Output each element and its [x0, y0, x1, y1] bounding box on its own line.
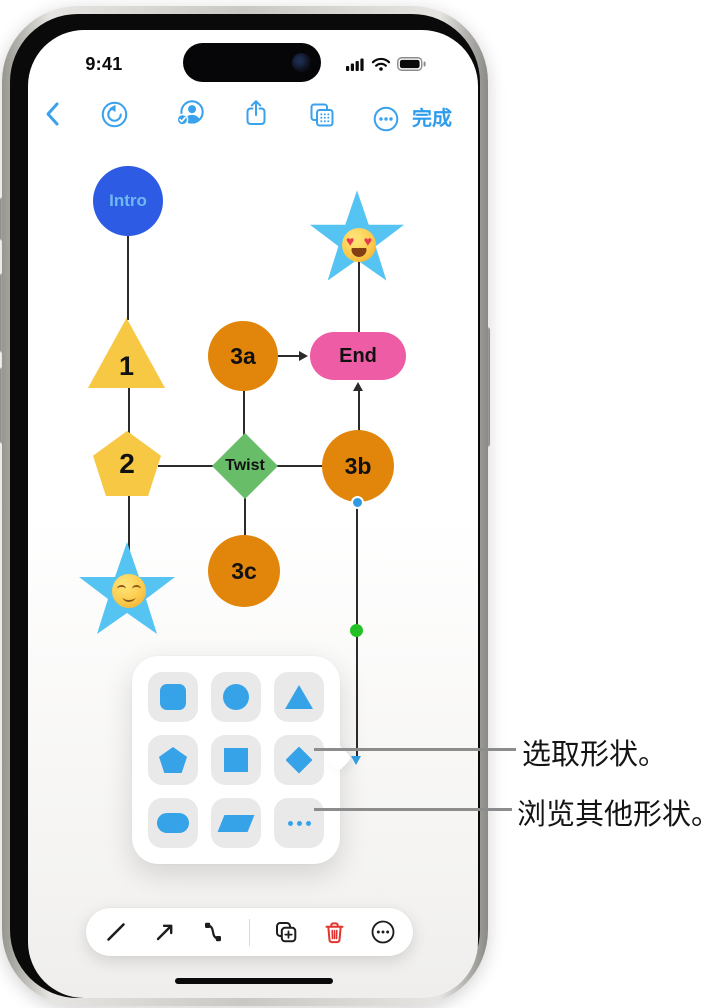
ellipsis-icon — [287, 820, 311, 826]
connector-endpoint-handle[interactable] — [351, 756, 361, 765]
shape-option-pill[interactable] — [148, 798, 198, 848]
signal-icon — [346, 58, 364, 71]
boards-icon — [310, 103, 334, 127]
curved-connector-icon — [205, 922, 222, 942]
nav-bar — [28, 94, 478, 138]
toolbar-divider — [248, 918, 250, 946]
node-step3a[interactable]: 3a — [208, 321, 278, 391]
node-star-top[interactable]: ♥♥ — [308, 186, 406, 286]
node-end[interactable]: End — [310, 332, 406, 380]
back-chevron-icon — [46, 102, 59, 126]
connector-step3a-end[interactable] — [277, 355, 300, 357]
connector-twist-step3c[interactable] — [244, 498, 246, 538]
heart-eyes-emoji: ♥♥ — [342, 228, 376, 262]
node-twist-label: Twist — [225, 457, 265, 474]
connector-end-startop[interactable] — [358, 258, 360, 332]
diamond-icon — [285, 746, 313, 774]
collaborate-button[interactable] — [174, 97, 206, 129]
connector-midpoint-handle[interactable] — [350, 624, 363, 637]
duplicate-button[interactable] — [273, 919, 299, 945]
duplicate-icon — [275, 922, 296, 943]
shape-option-parallelogram[interactable] — [211, 798, 261, 848]
arrowhead-step3a-end — [299, 350, 308, 361]
share-button[interactable] — [240, 97, 272, 129]
callout-line-select-shape — [314, 748, 516, 751]
battery-icon — [397, 57, 426, 71]
bottom-toolbar — [86, 908, 413, 956]
arrowhead-step3b-end — [353, 382, 363, 391]
smiling-relieved-emoji — [112, 574, 146, 608]
trash-icon — [325, 921, 344, 943]
shape-option-diamond[interactable] — [274, 735, 324, 785]
line-tool-button[interactable] — [103, 919, 129, 945]
undo-button[interactable] — [98, 98, 130, 130]
shape-option-more-shapes[interactable] — [274, 798, 324, 848]
node-step1-label: 1 — [118, 351, 135, 381]
node-step3c[interactable]: 3c — [208, 535, 280, 607]
boards-button[interactable] — [306, 100, 338, 132]
phone-frame: 9:41 — [2, 6, 488, 1006]
share-icon — [246, 100, 266, 125]
node-step3b[interactable]: 3b — [322, 430, 394, 502]
delete-button[interactable] — [321, 919, 347, 945]
shape-picker — [132, 656, 353, 864]
home-indicator[interactable] — [175, 978, 333, 984]
shape-option-rounded-square[interactable] — [148, 672, 198, 722]
node-step3a-label: 3a — [230, 342, 256, 369]
node-step3c-label: 3c — [231, 557, 257, 584]
camera-icon — [292, 53, 311, 72]
line-icon — [107, 923, 125, 941]
shape-option-triangle[interactable] — [274, 672, 324, 722]
more-button[interactable] — [370, 103, 402, 135]
phone-bezel: 9:41 — [10, 14, 480, 998]
pentagon-icon — [159, 747, 187, 773]
connector-step3a-twist[interactable] — [243, 388, 245, 436]
node-step1[interactable]: 1 — [88, 318, 165, 388]
connector-start-handle[interactable] — [351, 496, 364, 509]
status-time: 9:41 — [85, 54, 123, 74]
callout-line-browse-shapes — [314, 808, 512, 811]
callout-text-browse-shapes: 浏览其他形状。 — [517, 799, 721, 831]
square-icon — [224, 748, 248, 772]
node-star-bottom[interactable] — [76, 540, 178, 637]
dynamic-island — [183, 43, 321, 82]
shape-picker-grid — [148, 672, 324, 848]
node-end-label: End — [339, 344, 377, 367]
triangle-icon — [285, 685, 313, 709]
connector-step2-starbottom[interactable] — [128, 493, 130, 561]
arrow-tool-button[interactable] — [152, 919, 178, 945]
rounded-square-icon — [160, 684, 186, 710]
undo-icon — [101, 101, 127, 127]
status-icons — [346, 56, 450, 72]
arrow-icon — [156, 924, 173, 941]
node-twist[interactable]: Twist — [212, 433, 278, 499]
node-step2[interactable]: 2 — [93, 431, 161, 496]
done-button[interactable]: 完成 — [412, 108, 452, 130]
node-step2-label: 2 — [119, 447, 135, 479]
connector-intro-step1[interactable] — [127, 236, 129, 320]
back-button[interactable] — [36, 98, 68, 130]
callout-text-select-shape: 选取形状。 — [522, 739, 668, 771]
shape-option-circle[interactable] — [211, 672, 261, 722]
node-intro[interactable]: Intro — [93, 166, 163, 236]
shape-option-pentagon[interactable] — [148, 735, 198, 785]
more-icon — [371, 920, 395, 944]
more-tools-button[interactable] — [370, 919, 396, 945]
connector-step3b-end[interactable] — [358, 391, 360, 431]
connector-step2-twist[interactable] — [158, 465, 214, 467]
node-step3b-label: 3b — [344, 452, 372, 479]
shape-option-square[interactable] — [211, 735, 261, 785]
circle-icon — [223, 684, 249, 710]
wifi-icon — [371, 57, 391, 71]
pill-icon — [157, 813, 189, 833]
connector-twist-step3b[interactable] — [276, 465, 324, 467]
node-intro-label: Intro — [109, 191, 147, 210]
parallelogram-icon — [217, 814, 255, 832]
curved-connector-tool-button[interactable] — [200, 919, 226, 945]
screen: 9:41 — [28, 30, 478, 998]
connector-step1-step2[interactable] — [128, 386, 130, 433]
collaborate-icon — [176, 99, 204, 126]
more-icon — [373, 106, 399, 132]
